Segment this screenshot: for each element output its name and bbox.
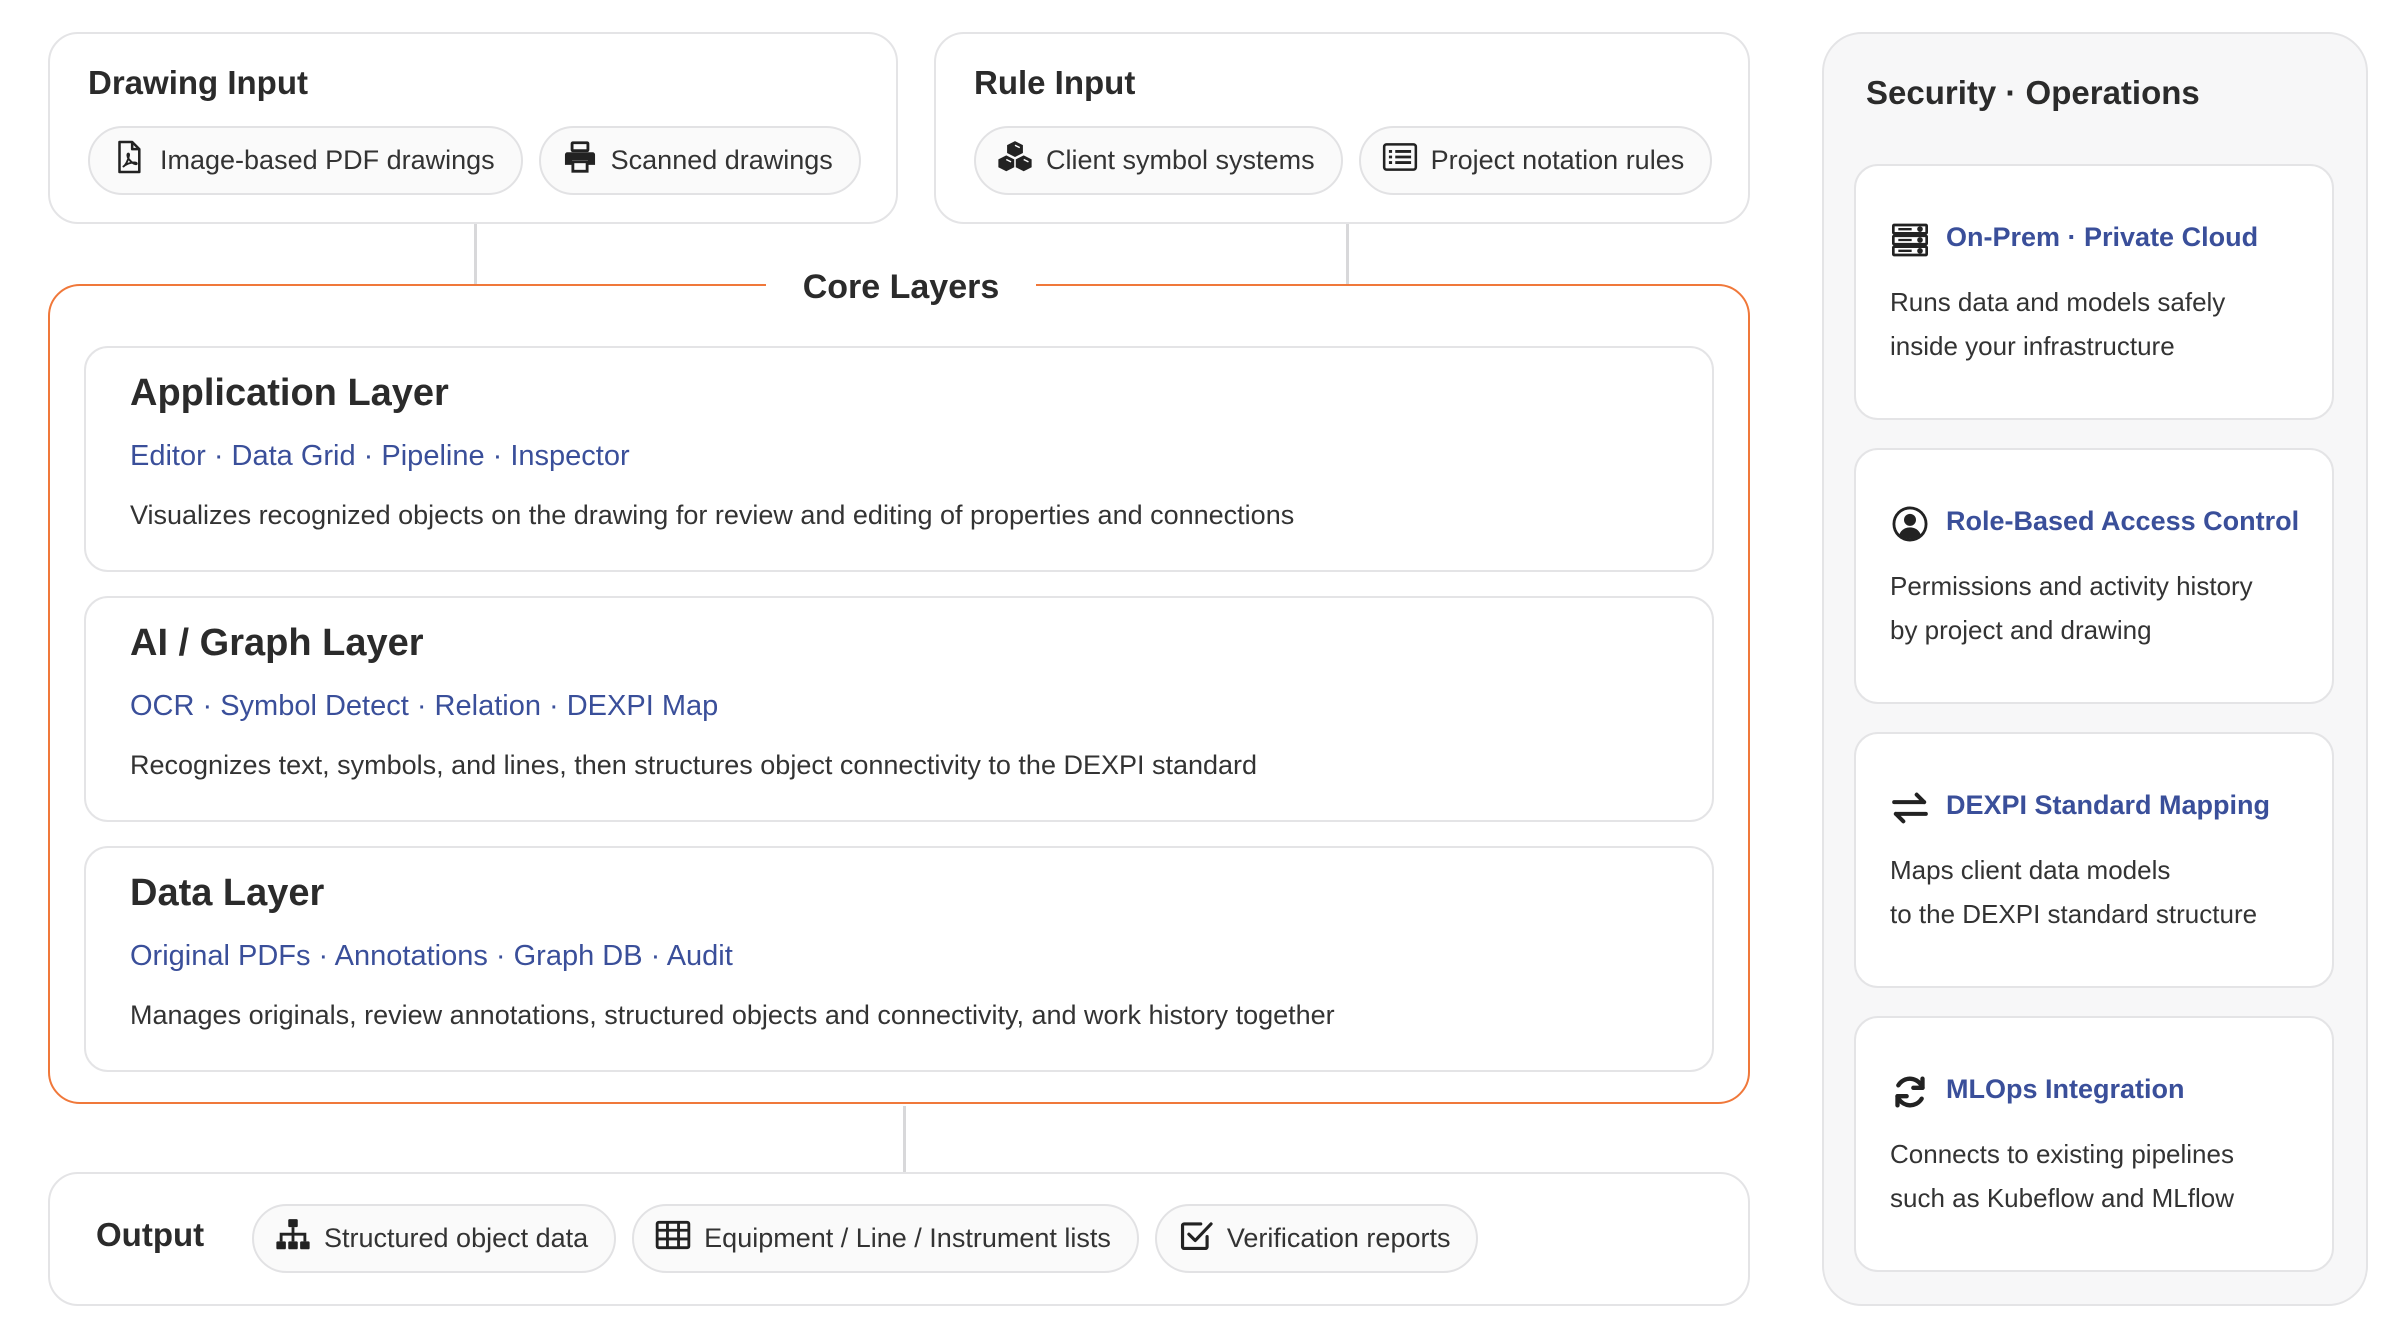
security-card-title: MLOps Integration xyxy=(1946,1074,2185,1104)
layer-title: Data Layer xyxy=(130,872,325,914)
description-line: Connects to existing pipelines xyxy=(1890,1139,2234,1169)
layer-title: AI / Graph Layer xyxy=(130,622,424,664)
server-icon xyxy=(1890,220,1930,260)
security-card-title: DEXPI Standard Mapping xyxy=(1946,790,2271,820)
data-layer-card: Data Layer Original PDFs · Annotations ·… xyxy=(84,846,1714,1072)
description-line: Permissions and activity history xyxy=(1890,571,2253,601)
rule-input-chips: Client symbol systems Project notation r… xyxy=(974,126,1713,195)
security-card-title: On-Prem · Private Cloud xyxy=(1946,222,2259,252)
core-layers-title: Core Layers xyxy=(766,265,1036,309)
output-chips: Structured object data Equipment / Line … xyxy=(252,1204,1479,1273)
cubes-icon xyxy=(996,138,1034,183)
chip-label: Client symbol systems xyxy=(1046,145,1315,175)
drawing-input-chips: Image-based PDF drawings Scanned drawing… xyxy=(88,126,861,195)
chip-verification-reports[interactable]: Verification reports xyxy=(1154,1204,1479,1273)
security-card-description: Connects to existing pipelines such as K… xyxy=(1890,1132,2310,1220)
security-card-rbac: Role-Based Access Control Permissions an… xyxy=(1854,448,2334,704)
security-card-description: Permissions and activity history by proj… xyxy=(1890,564,2310,652)
ai-graph-layer-card: AI / Graph Layer OCR · Symbol Detect · R… xyxy=(84,596,1714,822)
layer-description: Recognizes text, symbols, and lines, the… xyxy=(130,750,1258,780)
layer-tags: OCR · Symbol Detect · Relation · DEXPI M… xyxy=(130,690,719,722)
connector-core-to-output xyxy=(903,1106,906,1174)
chip-client-symbols[interactable]: Client symbol systems xyxy=(974,126,1343,195)
drawing-input-title: Drawing Input xyxy=(88,64,308,101)
chip-equipment-lists[interactable]: Equipment / Line / Instrument lists xyxy=(632,1204,1139,1273)
chip-scanned-drawings[interactable]: Scanned drawings xyxy=(538,126,861,195)
security-card-description: Maps client data models to the DEXPI sta… xyxy=(1890,848,2310,936)
pdf-file-icon xyxy=(110,138,148,183)
description-line: inside your infrastructure xyxy=(1890,331,2175,361)
user-circle-icon xyxy=(1890,504,1930,544)
description-line: such as Kubeflow and MLflow xyxy=(1890,1183,2234,1213)
chip-label: Project notation rules xyxy=(1430,145,1685,175)
security-card-title: Role-Based Access Control xyxy=(1946,506,2300,536)
rule-input-title: Rule Input xyxy=(974,64,1136,101)
application-layer-card: Application Layer Editor · Data Grid · P… xyxy=(84,346,1714,572)
chip-label: Image-based PDF drawings xyxy=(160,145,495,175)
connector-rule-to-core xyxy=(1346,222,1349,286)
security-card-description: Runs data and models safely inside your … xyxy=(1890,280,2310,368)
list-icon xyxy=(1381,138,1419,183)
description-line: by project and drawing xyxy=(1890,615,2152,645)
printer-icon xyxy=(561,138,599,183)
security-card-mlops: MLOps Integration Connects to existing p… xyxy=(1854,1016,2334,1272)
chip-label: Verification reports xyxy=(1226,1223,1451,1253)
connector-drawing-to-core xyxy=(474,222,477,286)
security-card-dexpi-mapping: DEXPI Standard Mapping Maps client data … xyxy=(1854,732,2334,988)
layer-title: Application Layer xyxy=(130,372,449,414)
layer-tags: Original PDFs · Annotations · Graph DB ·… xyxy=(130,940,733,972)
layer-description: Visualizes recognized objects on the dra… xyxy=(130,500,1295,530)
chip-structured-data[interactable]: Structured object data xyxy=(252,1204,617,1273)
security-operations-title: Security · Operations xyxy=(1866,74,2200,111)
layer-description: Manages originals, review annotations, s… xyxy=(130,1000,1335,1030)
chip-label: Equipment / Line / Instrument lists xyxy=(704,1223,1111,1253)
table-icon xyxy=(654,1216,692,1261)
chip-label: Scanned drawings xyxy=(610,145,833,175)
chip-project-notation[interactable]: Project notation rules xyxy=(1358,126,1713,195)
layer-tags: Editor · Data Grid · Pipeline · Inspecto… xyxy=(130,440,630,472)
hierarchy-icon xyxy=(274,1216,312,1261)
description-line: Maps client data models xyxy=(1890,855,2171,885)
output-title: Output xyxy=(96,1216,205,1253)
chip-label: Structured object data xyxy=(324,1223,589,1253)
chip-image-pdf[interactable]: Image-based PDF drawings xyxy=(88,126,523,195)
checkbox-icon xyxy=(1177,1216,1215,1261)
security-card-on-prem: On-Prem · Private Cloud Runs data and mo… xyxy=(1854,164,2334,420)
sync-icon xyxy=(1890,1072,1930,1112)
description-line: to the DEXPI standard structure xyxy=(1890,899,2258,929)
description-line: Runs data and models safely xyxy=(1890,287,2226,317)
exchange-arrows-icon xyxy=(1890,788,1930,828)
